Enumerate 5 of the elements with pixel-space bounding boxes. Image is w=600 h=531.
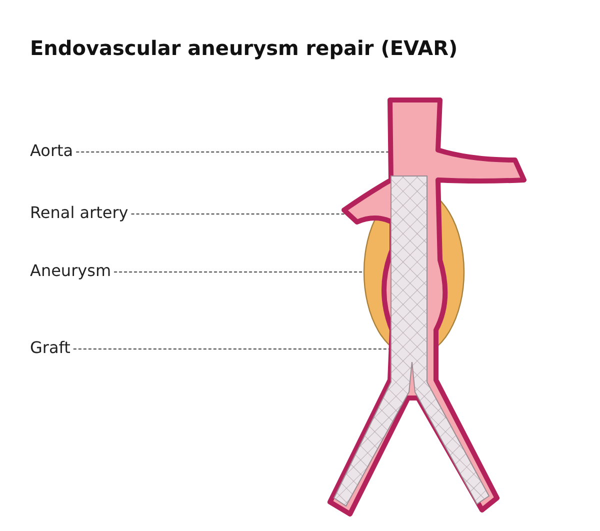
- diagram-title: Endovascular aneurysm repair (EVAR): [30, 36, 458, 60]
- part-label: Graft: [30, 338, 70, 358]
- part-label: Renal artery: [30, 203, 128, 223]
- part-label: Aorta: [30, 141, 74, 161]
- part-label: Aneurysm: [30, 261, 112, 281]
